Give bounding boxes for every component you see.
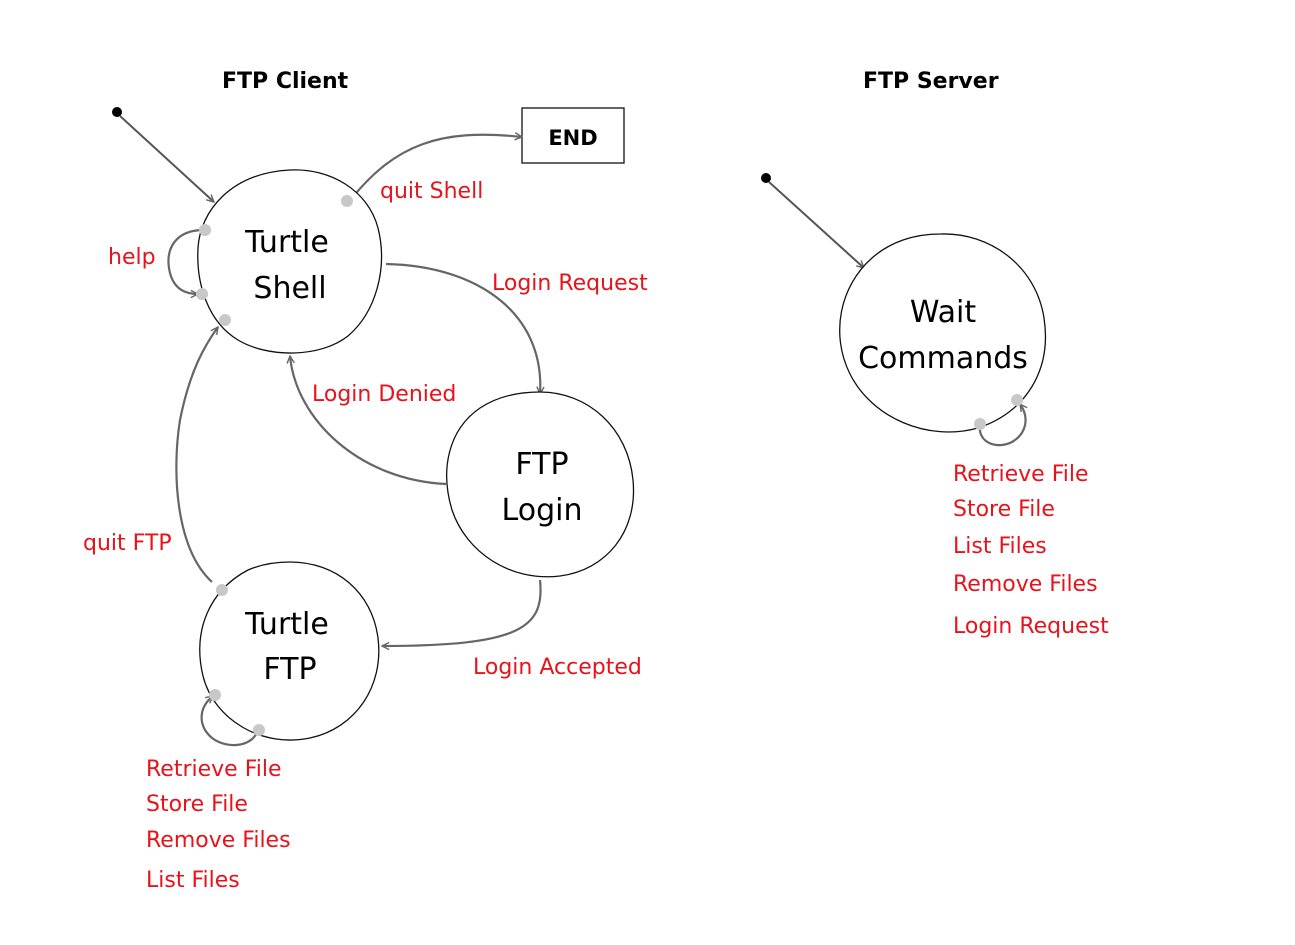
server-cmd-item: Store File bbox=[953, 497, 1055, 522]
state-wait-commands: Wait Commands bbox=[839, 233, 1046, 433]
port-dot bbox=[219, 314, 231, 326]
state-turtle-shell-line1: Turtle bbox=[244, 225, 329, 260]
state-turtle-ftp-line2: FTP bbox=[263, 652, 316, 687]
server-self-loop-arrow bbox=[978, 404, 1026, 447]
server-cmd-item: Retrieve File bbox=[953, 462, 1089, 487]
server-cmd-item: Remove Files bbox=[953, 572, 1098, 597]
server-initial-node bbox=[761, 173, 771, 183]
state-ftp-login: FTP Login bbox=[446, 391, 635, 578]
server-cmd-item: List Files bbox=[953, 534, 1047, 559]
help-self-loop-arrow bbox=[167, 228, 205, 294]
port-dot bbox=[209, 689, 221, 701]
state-turtle-shell-line2: Shell bbox=[253, 271, 326, 306]
login-accepted-arrow bbox=[382, 579, 542, 646]
server-title: FTP Server bbox=[863, 69, 999, 94]
label-quit-ftp: quit FTP bbox=[83, 531, 172, 556]
port-dot bbox=[974, 418, 986, 430]
ftp-cmd-item: Remove Files bbox=[146, 828, 291, 853]
label-login-denied: Login Denied bbox=[312, 382, 456, 407]
port-dot bbox=[216, 584, 228, 596]
end-state-label: END bbox=[548, 126, 597, 150]
client-initial-node bbox=[112, 107, 122, 117]
state-turtle-ftp: Turtle FTP bbox=[199, 561, 380, 741]
ftp-self-loop-arrow bbox=[200, 696, 259, 747]
server-cmd-item: Login Request bbox=[953, 614, 1109, 639]
state-wait-commands-line2: Commands bbox=[858, 341, 1028, 376]
end-state-box bbox=[521, 107, 625, 164]
port-dot bbox=[196, 288, 208, 300]
port-dot bbox=[1011, 394, 1023, 406]
login-request-arrow bbox=[385, 262, 540, 394]
ftp-cmd-item: List Files bbox=[146, 868, 240, 893]
client-title: FTP Client bbox=[222, 69, 349, 94]
state-ftp-login-line2: Login bbox=[502, 493, 583, 528]
login-denied-arrow bbox=[290, 356, 447, 486]
port-dot bbox=[341, 195, 353, 207]
label-login-request: Login Request bbox=[492, 271, 648, 296]
label-help: help bbox=[108, 245, 156, 270]
ftp-cmd-item: Retrieve File bbox=[146, 757, 282, 782]
state-turtle-ftp-line1: Turtle bbox=[244, 607, 329, 642]
quit-ftp-arrow bbox=[175, 327, 218, 583]
port-dot bbox=[199, 224, 211, 236]
client-initial-arrow bbox=[119, 115, 214, 202]
label-quit-shell: quit Shell bbox=[380, 179, 483, 204]
label-login-accepted: Login Accepted bbox=[473, 655, 642, 680]
server-initial-arrow bbox=[768, 181, 864, 268]
quit-shell-arrow bbox=[351, 135, 522, 199]
state-wait-commands-line1: Wait bbox=[910, 295, 976, 330]
port-dot bbox=[253, 724, 265, 736]
state-ftp-login-line1: FTP bbox=[515, 447, 568, 482]
ftp-cmd-item: Store File bbox=[146, 792, 248, 817]
